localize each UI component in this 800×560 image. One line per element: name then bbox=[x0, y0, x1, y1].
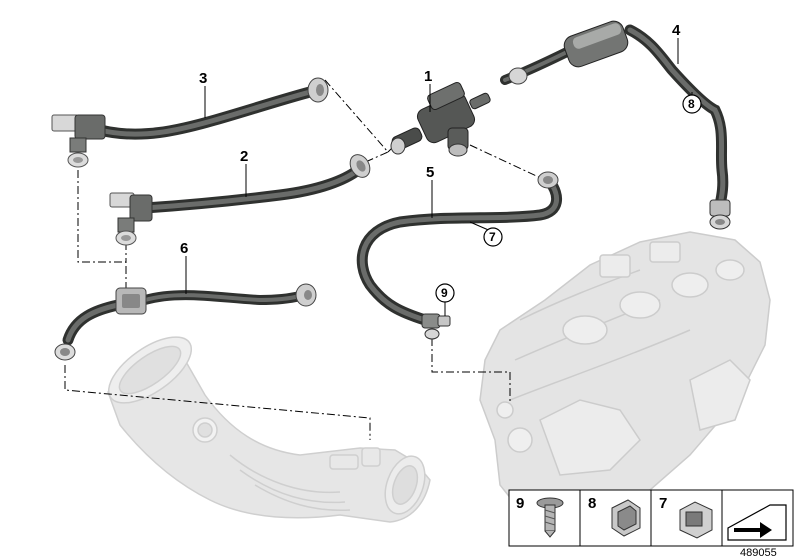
label-part-2: 2 bbox=[240, 148, 248, 165]
hose-5[interactable] bbox=[356, 171, 562, 340]
legend-label-8: 8 bbox=[588, 495, 596, 512]
label-part-1: 1 bbox=[424, 68, 432, 85]
hose-2[interactable] bbox=[109, 151, 374, 246]
circled-label-8: 8 bbox=[682, 94, 702, 114]
legend-item-8-clip: 8 bbox=[588, 495, 641, 537]
circled-label-7: 7 bbox=[483, 227, 503, 247]
valve-part-1[interactable] bbox=[390, 81, 491, 157]
legend-label-7: 7 bbox=[659, 495, 667, 512]
ghost-intake-manifold bbox=[479, 231, 771, 519]
legend-item-7-holder: 7 bbox=[659, 495, 713, 539]
hose-3[interactable] bbox=[51, 77, 329, 168]
legend-item-wedge bbox=[727, 504, 787, 541]
hose-6[interactable] bbox=[54, 283, 317, 361]
label-part-6: 6 bbox=[180, 240, 188, 257]
ghost-intake-pipe bbox=[107, 336, 431, 523]
label-part-3: 3 bbox=[199, 70, 207, 87]
svg-text:8: 8 bbox=[688, 97, 695, 111]
svg-text:7: 7 bbox=[489, 230, 496, 244]
svg-text:9: 9 bbox=[441, 286, 448, 300]
legend-label-9: 9 bbox=[516, 495, 524, 512]
label-part-5: 5 bbox=[426, 164, 434, 181]
reference-number: 489055 bbox=[740, 547, 777, 559]
circled-label-9: 9 bbox=[435, 283, 455, 303]
parts-legend: 9 8 7 bbox=[508, 489, 794, 547]
hose-4[interactable] bbox=[500, 18, 731, 230]
legend-item-9-screw: 9 bbox=[516, 495, 564, 538]
label-part-4: 4 bbox=[672, 22, 681, 39]
